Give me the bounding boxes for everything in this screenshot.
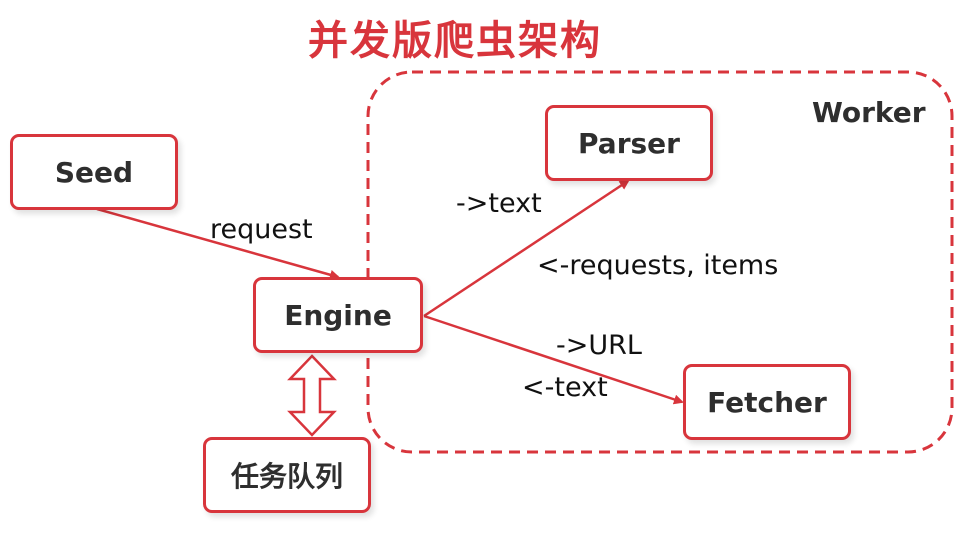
double-arrow-engine-queue — [287, 354, 337, 437]
worker-group-label: Worker — [812, 96, 926, 129]
edge-label-requests-items: <-requests, items — [537, 250, 779, 281]
node-parser[interactable]: Parser — [545, 105, 713, 181]
node-seed[interactable]: Seed — [10, 134, 178, 210]
edge-label-url-out: ->URL — [556, 330, 642, 361]
worker-group-boundary — [366, 70, 954, 454]
page-title: 并发版爬虫架构 — [308, 18, 602, 64]
node-engine[interactable]: Engine — [253, 277, 423, 353]
edge-label-text-out: ->text — [456, 188, 542, 219]
edge-seed-to-engine — [96, 207, 340, 280]
edge-label-text-back: <-text — [522, 372, 608, 403]
node-task-queue[interactable]: 任务队列 — [203, 437, 371, 513]
edge-engine-to-fetcher — [423, 314, 684, 405]
node-fetcher[interactable]: Fetcher — [683, 364, 851, 440]
edge-label-request: request — [210, 214, 313, 245]
edge-engine-to-parser — [423, 179, 630, 318]
